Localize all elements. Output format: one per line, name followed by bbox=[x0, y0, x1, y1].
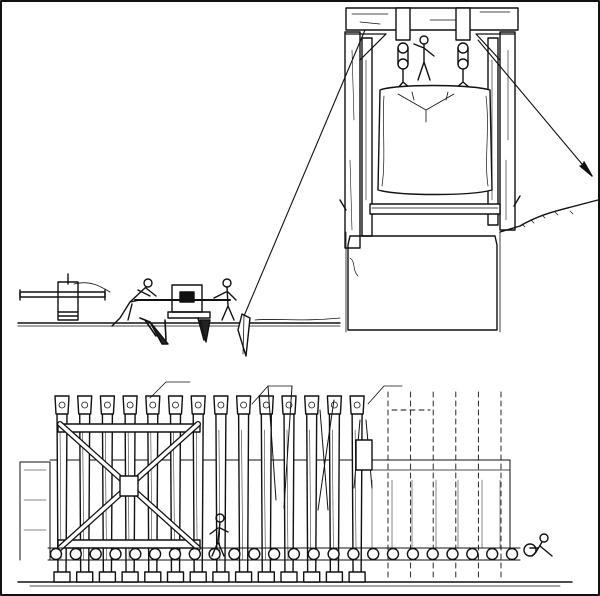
pile-cap bbox=[167, 395, 184, 415]
pile bbox=[53, 395, 71, 583]
roller bbox=[248, 547, 261, 561]
roller bbox=[129, 547, 142, 561]
pile bbox=[144, 395, 162, 583]
pile-cap bbox=[349, 395, 365, 415]
roller bbox=[386, 547, 400, 561]
clamp-band bbox=[369, 203, 501, 215]
pile-cap bbox=[99, 395, 116, 415]
pile-cap bbox=[235, 395, 252, 415]
pile-cap bbox=[145, 395, 161, 415]
pile-footing bbox=[76, 571, 94, 583]
pile-footing bbox=[98, 571, 117, 583]
gantry-leg-left bbox=[344, 31, 361, 249]
roller bbox=[267, 547, 281, 561]
pile-footing bbox=[53, 571, 71, 583]
roller bbox=[109, 547, 122, 561]
roller bbox=[406, 547, 420, 561]
roller bbox=[69, 547, 83, 561]
roller bbox=[307, 547, 320, 561]
pile-footing bbox=[348, 571, 366, 583]
pile-cap bbox=[54, 395, 70, 415]
pile bbox=[98, 395, 117, 583]
stone-block bbox=[377, 84, 493, 196]
pile-footing bbox=[257, 571, 275, 583]
excavation-pit bbox=[347, 235, 498, 331]
leader-line-2 bbox=[251, 385, 293, 405]
roller bbox=[466, 547, 479, 561]
pile-footing bbox=[189, 571, 207, 583]
roller bbox=[327, 547, 340, 561]
pile-footing bbox=[325, 571, 344, 583]
gantry-leg-right bbox=[499, 31, 516, 231]
pile-cap bbox=[258, 395, 274, 415]
roller bbox=[426, 547, 439, 561]
pile-cap bbox=[326, 395, 343, 415]
dashed-pile-positions bbox=[387, 391, 502, 579]
ground-right bbox=[499, 199, 599, 233]
roller bbox=[347, 547, 360, 561]
pile-cap bbox=[213, 395, 229, 415]
haul-rope-left bbox=[243, 29, 366, 317]
pile bbox=[303, 395, 321, 583]
roller bbox=[148, 547, 162, 561]
pile-footing bbox=[303, 571, 321, 583]
roller bbox=[228, 547, 241, 561]
haul-rope-right bbox=[477, 39, 593, 177]
capstan-spoke bbox=[19, 291, 106, 298]
pile-footing bbox=[166, 571, 185, 583]
pile-cap bbox=[77, 395, 93, 415]
leader-line-3 bbox=[367, 385, 403, 405]
pile-footing bbox=[121, 571, 139, 583]
roller bbox=[49, 547, 63, 561]
pile-worker bbox=[209, 513, 229, 557]
capstan-drum bbox=[57, 281, 79, 321]
pulley-block-right bbox=[455, 7, 471, 89]
roller bbox=[188, 547, 202, 561]
winch-worker-left bbox=[111, 278, 157, 327]
pile-row bbox=[53, 395, 366, 583]
block-hoist-worker bbox=[413, 35, 435, 81]
upper-view bbox=[17, 7, 599, 357]
pile-hammer bbox=[355, 439, 373, 471]
pile-footing bbox=[212, 571, 230, 583]
pile-cap bbox=[190, 395, 206, 415]
pile bbox=[234, 395, 253, 583]
pile bbox=[257, 395, 275, 583]
pile bbox=[166, 395, 185, 583]
pile-cap bbox=[281, 395, 297, 415]
pile-cap bbox=[304, 395, 320, 415]
rig-ropes-b bbox=[317, 399, 335, 511]
x-bracing bbox=[57, 421, 201, 551]
roller bbox=[446, 547, 459, 561]
pile bbox=[325, 395, 344, 583]
pile-footing bbox=[234, 571, 253, 583]
winch-worker-right bbox=[213, 278, 237, 321]
lower-view bbox=[17, 381, 573, 587]
pile-footing bbox=[144, 571, 162, 583]
roller bbox=[168, 547, 182, 561]
pile bbox=[189, 395, 207, 583]
rig-ropes-a bbox=[267, 385, 293, 509]
gantry-top-beam bbox=[345, 7, 519, 31]
roller-row bbox=[47, 547, 521, 561]
roller bbox=[367, 547, 380, 561]
pile-footing bbox=[280, 571, 298, 583]
pulley-block-left bbox=[395, 7, 411, 89]
pile-cap bbox=[122, 395, 138, 415]
leader-line-1 bbox=[149, 381, 191, 399]
roller bbox=[287, 547, 301, 561]
roller-worker bbox=[523, 533, 553, 557]
stake bbox=[237, 313, 251, 357]
winch-assembly bbox=[111, 278, 237, 345]
roller bbox=[486, 547, 499, 561]
roller bbox=[89, 547, 102, 561]
roller bbox=[505, 547, 519, 561]
capstan bbox=[19, 273, 111, 321]
pile bbox=[76, 395, 94, 583]
